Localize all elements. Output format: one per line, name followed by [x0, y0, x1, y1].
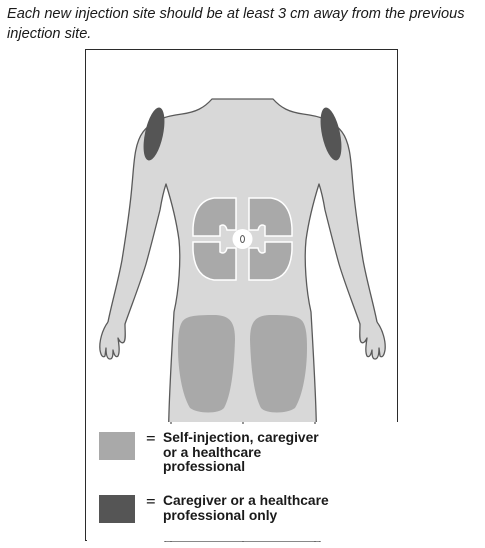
right-hand: [360, 322, 385, 359]
left-hand: [100, 322, 125, 359]
legend-label-self-injection: Self-injection, caregiver or a healthcar…: [163, 431, 393, 475]
legend-equals: =: [146, 429, 156, 449]
legend-equals: =: [146, 492, 156, 512]
swatch-light-gray: [99, 432, 135, 460]
right-thigh-site: [250, 315, 307, 413]
navel-icon: [241, 236, 245, 243]
legend-label-caregiver: Caregiver or a healthcare professional o…: [163, 494, 393, 523]
left-thigh-site: [178, 315, 235, 413]
swatch-dark-gray: [99, 495, 135, 523]
instruction-text: Each new injection site should be at lea…: [7, 4, 482, 44]
